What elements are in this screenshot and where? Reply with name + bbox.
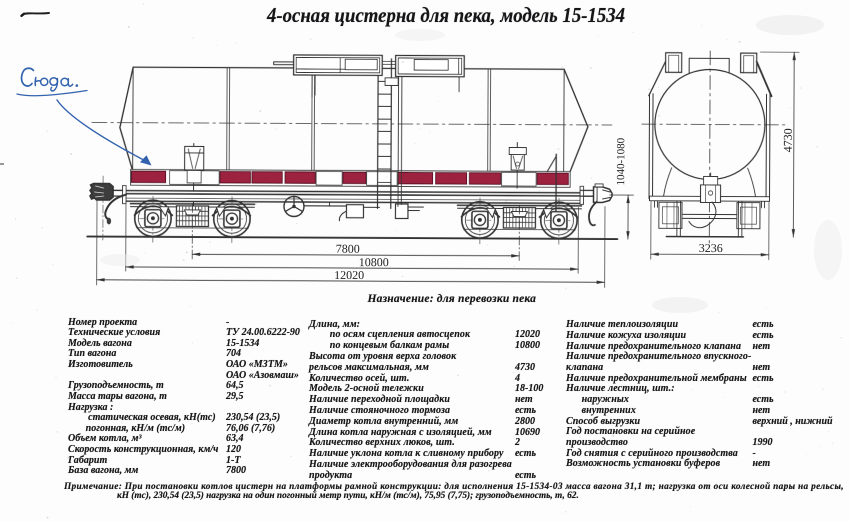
svg-text:7800: 7800 — [336, 242, 360, 256]
svg-text:4730: 4730 — [781, 128, 795, 152]
svg-text:12020: 12020 — [334, 268, 364, 282]
svg-text:10800: 10800 — [359, 255, 389, 269]
svg-text:3236: 3236 — [699, 241, 723, 255]
svg-text:1040-1080: 1040-1080 — [615, 137, 627, 185]
